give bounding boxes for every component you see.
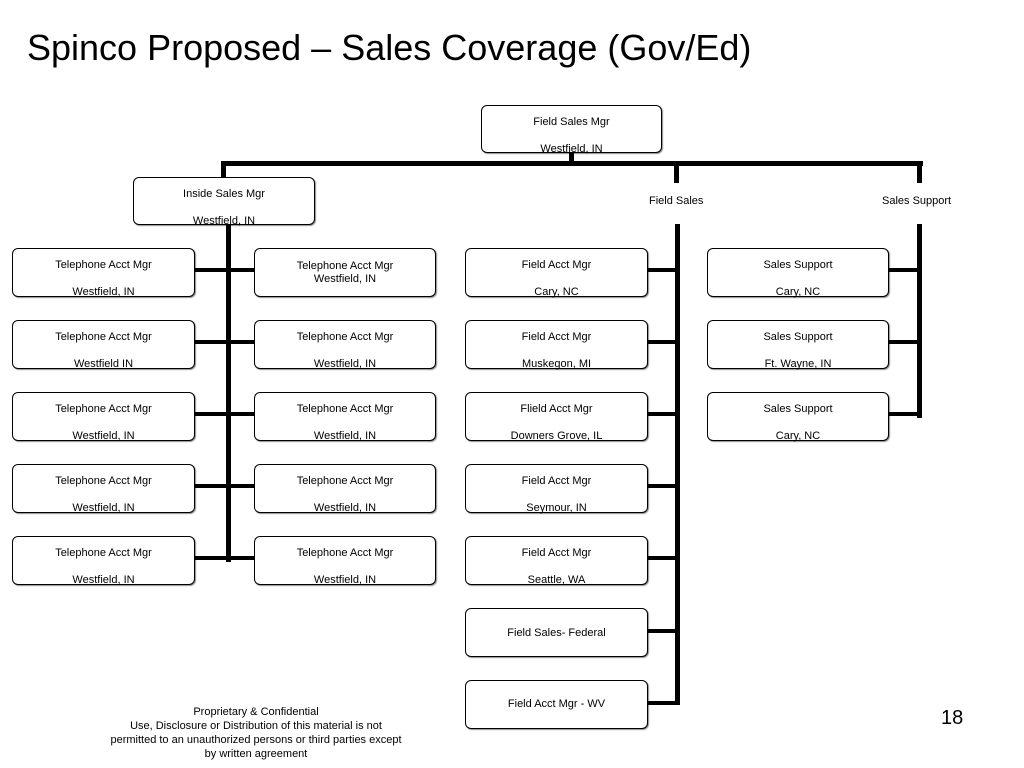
node-location: Seattle, WA (527, 574, 586, 586)
node-role: Field Acct Mgr (521, 259, 592, 271)
node-location: Ft. Wayne, IN (764, 358, 832, 370)
node-location: Westfield IN (73, 358, 134, 370)
footer-line: by written agreement (204, 748, 308, 760)
node-role: Telephone Acct Mgr (296, 403, 394, 415)
node-location: Westfield, IN (313, 430, 377, 442)
node-location: Muskegon, MI (521, 358, 592, 370)
branch-label-field-sales: Field Sales (649, 195, 704, 207)
node-location: Westfield, IN (72, 430, 135, 442)
node-role: Field Acct Mgr (521, 475, 592, 487)
node-role: Field Sales- Federal (507, 627, 606, 639)
node-role: Sales Support (763, 331, 833, 343)
node-role: Telephone Acct Mgr (296, 547, 394, 559)
confidentiality-footer: Proprietary & Confidential Use, Disclosu… (96, 705, 416, 761)
org-node-telephone-acct-mgr: Telephone Acct Mgr Westfield, IN (12, 464, 195, 514)
node-location: Westfield, IN (72, 286, 135, 298)
org-node-field-acct-mgr: Field Acct Mgr Muskegon, MI (465, 320, 648, 370)
org-node-sales-support: Sales Support Cary, NC (707, 248, 889, 298)
node-location: Cary, NC (775, 286, 821, 298)
org-node-telephone-acct-mgr: Telephone Acct Mgr Westfield, IN (12, 392, 195, 442)
footer-line: permitted to an unauthorized persons or … (110, 734, 402, 746)
node-role: Field Acct Mgr - WV (507, 698, 606, 710)
node-role: Telephone Acct Mgr (296, 260, 394, 272)
org-node-telephone-acct-mgr: Telephone Acct Mgr Westfield, IN (12, 248, 195, 298)
org-node-field-acct-mgr: Field Acct Mgr Cary, NC (465, 248, 648, 298)
node-role: Sales Support (763, 259, 833, 271)
node-location: Downers Grove, IL (510, 430, 603, 442)
node-role: Field Sales Mgr (533, 116, 610, 128)
node-location: Westfield, IN (313, 358, 377, 370)
org-node-telephone-acct-mgr: Telephone Acct Mgr Westfield, IN (12, 536, 195, 586)
node-role: Inside Sales Mgr (183, 188, 265, 200)
node-role: Telephone Acct Mgr (296, 331, 394, 343)
org-node-inside-sales-mgr: Inside Sales Mgr Westfield, IN (133, 177, 315, 227)
org-node-telephone-acct-mgr: Telephone Acct Mgr Westfield, IN (254, 392, 436, 442)
node-location: Westfield, IN (313, 273, 377, 285)
node-role: Field Acct Mgr (521, 331, 592, 343)
org-node-field-sales-federal: Field Sales- Federal (465, 608, 648, 657)
org-node-field-acct-mgr: Flield Acct Mgr Downers Grove, IL (465, 392, 648, 442)
org-node-telephone-acct-mgr: Telephone Acct Mgr Westfield, IN (254, 464, 436, 514)
org-node-telephone-acct-mgr: Telephone Acct Mgr Westfield IN (12, 320, 195, 370)
node-location: Cary, NC (775, 430, 821, 442)
node-location: Westfield, IN (72, 502, 135, 514)
node-role: Telephone Acct Mgr (55, 547, 152, 559)
org-node-sales-support: Sales Support Ft. Wayne, IN (707, 320, 889, 370)
node-role: Sales Support (763, 403, 833, 415)
node-role: Telephone Acct Mgr (55, 475, 152, 487)
node-role: Telephone Acct Mgr (55, 259, 152, 271)
node-location: Cary, NC (534, 286, 579, 298)
page-number: 18 (941, 707, 964, 729)
branch-label-sales-support: Sales Support (882, 195, 952, 207)
slide-title: Spinco Proposed – Sales Coverage (Gov/Ed… (27, 27, 752, 68)
node-location: Westfield, IN (72, 574, 135, 586)
node-role: Telephone Acct Mgr (55, 403, 152, 415)
node-location: Westfield, IN (192, 215, 256, 227)
org-node-field-acct-mgr-wv: Field Acct Mgr - WV (465, 680, 648, 729)
node-role: Flield Acct Mgr (520, 403, 593, 415)
org-node-field-sales-mgr: Field Sales Mgr Westfield, IN (481, 105, 662, 155)
org-node-telephone-acct-mgr: Telephone Acct Mgr Westfield, IN (254, 536, 436, 586)
node-role: Telephone Acct Mgr (296, 475, 394, 487)
org-node-telephone-acct-mgr: Telephone Acct Mgr Westfield, IN (254, 320, 436, 370)
org-node-field-acct-mgr: Field Acct Mgr Seattle, WA (465, 536, 648, 586)
node-location: Seymour, IN (526, 502, 587, 514)
node-location: Westfield, IN (313, 574, 377, 586)
footer-line: Proprietary & Confidential (193, 706, 319, 718)
node-location: Westfield, IN (540, 143, 603, 155)
org-node-field-acct-mgr: Field Acct Mgr Seymour, IN (465, 464, 648, 514)
footer-line: Use, Disclosure or Distribution of this … (130, 720, 382, 732)
org-node-sales-support: Sales Support Cary, NC (707, 392, 889, 442)
node-location: Westfield, IN (313, 502, 377, 514)
org-node-telephone-acct-mgr: Telephone Acct Mgr Westfield, IN (254, 248, 436, 297)
node-role: Field Acct Mgr (521, 547, 592, 559)
node-role: Telephone Acct Mgr (55, 331, 152, 343)
